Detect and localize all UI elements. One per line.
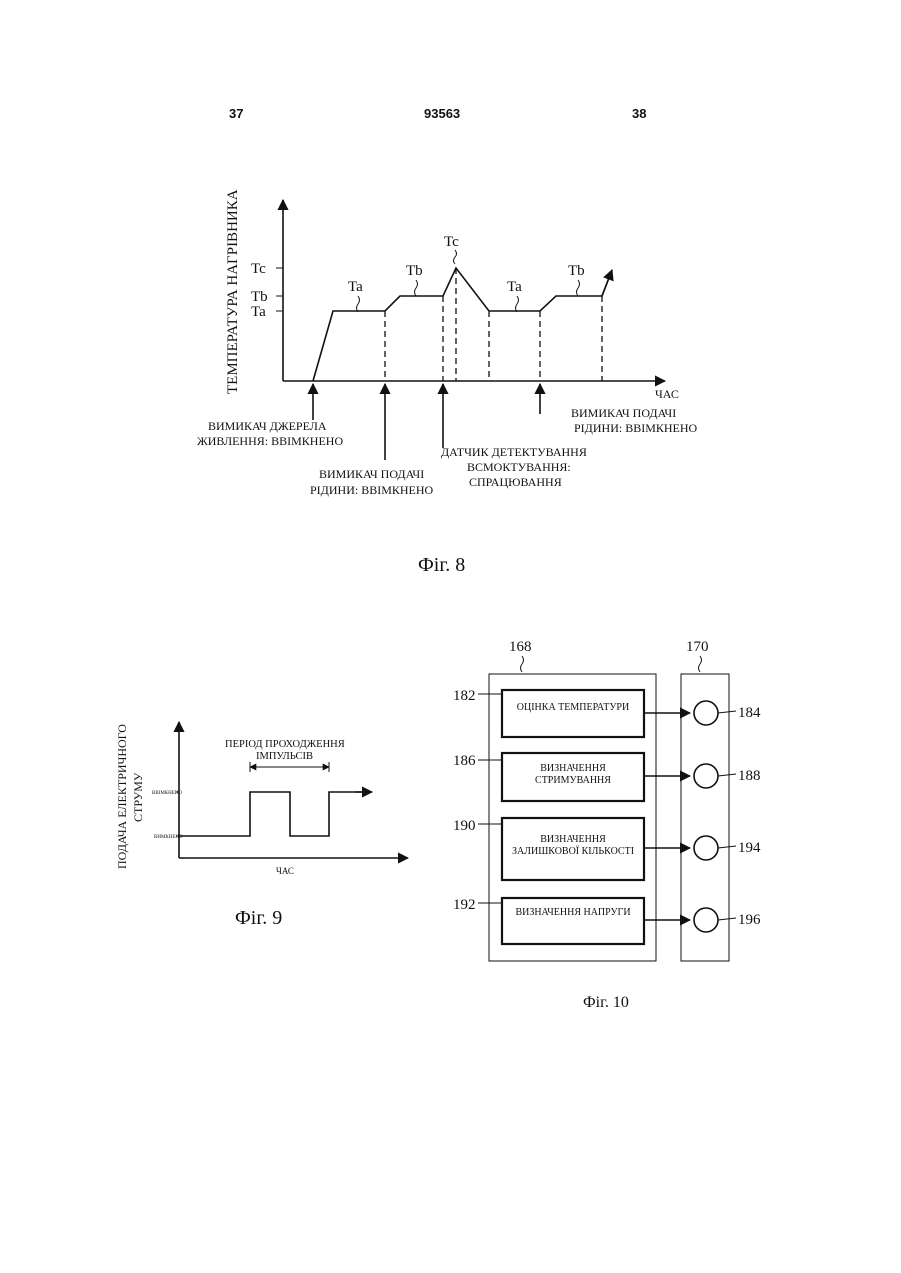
fig9-caption: Фіг. 9 [235, 907, 282, 929]
fig10-output-194-circle [694, 836, 718, 860]
fig10-ref-194: 194 [738, 840, 761, 856]
fig10-group-168-label: 168 [509, 639, 532, 655]
fig9-y-label-line1: ПОДАЧА ЕЛЕКТРИЧНОГО [115, 724, 129, 869]
fig8-ytick-tc: Tc [251, 261, 266, 277]
fig8-event-power-line1: ВИМИКАЧ ДЖЕРЕЛА [208, 419, 327, 433]
fig10-output-188-circle [694, 764, 718, 788]
fig8-event-liquid1-line1: ВИМИКАЧ ПОДАЧІ [319, 467, 424, 481]
fig8-caption: Фіг. 8 [418, 554, 465, 576]
fig10-block-voltage-determination [502, 898, 644, 944]
fig10-block4-label1: ВИЗНАЧЕННЯ НАПРУГИ [515, 907, 630, 918]
fig8-event-sensor-line1: ДАТЧИК ДЕТЕКТУВАННЯ [441, 445, 587, 459]
fig10-diagram: 168 170 ОЦІНКА ТЕМПЕРАТУРИ 182 184 ВИЗНА… [453, 639, 761, 1011]
fig10-block1-label1: ОЦІНКА ТЕМПЕРАТУРИ [517, 702, 629, 713]
fig8-segment-tb-2: Tb [568, 263, 585, 279]
fig9-x-label: ЧАС [276, 866, 294, 876]
fig8-y-label: ТЕМПЕРАТУРА НАГРІВНИКА [225, 189, 241, 394]
fig10-block3-label1: ВИЗНАЧЕННЯ [540, 834, 606, 845]
fig10-ref-190: 190 [453, 818, 476, 834]
fig9-period-line1: ПЕРІОД ПРОХОДЖЕННЯ [225, 739, 345, 750]
fig9-diagram: ЧАС ПОДАЧА ЕЛЕКТРИЧНОГО СТРУМУ ВВІМКНЕНО… [115, 722, 408, 929]
fig10-caption: Фіг. 10 [583, 994, 629, 1011]
fig10-group-170-label: 170 [686, 639, 709, 655]
fig10-ref-182: 182 [453, 688, 476, 704]
fig10-block-temperature-estimation [502, 690, 644, 737]
fig8-event-liquid2-line1: ВИМИКАЧ ПОДАЧІ [571, 406, 676, 420]
fig10-ref-184: 184 [738, 705, 761, 721]
fig10-output-184-circle [694, 701, 718, 725]
fig9-pulse-signal [179, 792, 362, 836]
fig9-period-line2: ІМПУЛЬСІВ [256, 751, 313, 762]
fig9-level-on: ВВІМКНЕНО [152, 791, 182, 796]
fig9-level-off: ВИМКНЕНО [154, 835, 183, 840]
fig10-ref-192: 192 [453, 897, 476, 913]
fig8-segment-tc: Tc [444, 234, 459, 250]
fig8-event-power-line2: ЖИВЛЕННЯ: ВВІМКНЕНО [197, 434, 343, 448]
fig10-block2-label1: ВИЗНАЧЕННЯ [540, 763, 606, 774]
fig8-diagram: ЧАС ТЕМПЕРАТУРА НАГРІВНИКА Tc Tb Ta Ta T… [197, 189, 698, 576]
fig8-segment-ta-1: Ta [348, 279, 363, 295]
fig8-event-liquid1-line2: РІДИНИ: ВВІМКНЕНО [310, 483, 434, 497]
fig8-event-sensor-line3: СПРАЦЮВАННЯ [469, 475, 562, 489]
fig10-output-196-circle [694, 908, 718, 932]
fig8-event-sensor-line2: ВСМОКТУВАННЯ: [467, 460, 571, 474]
fig8-ytick-tb: Tb [251, 289, 268, 305]
fig8-segment-tb-1: Tb [406, 263, 423, 279]
fig10-ref-196: 196 [738, 912, 761, 928]
fig10-ref-186: 186 [453, 753, 476, 769]
fig10-block2-label2: СТРИМУВАННЯ [535, 775, 611, 786]
fig10-block3-label2: ЗАЛИШКОВОЇ КІЛЬКОСТІ [512, 845, 634, 857]
fig9-y-label-line2: СТРУМУ [131, 772, 145, 822]
fig10-group-170 [681, 674, 729, 961]
fig8-event-liquid2-line2: РІДИНИ: ВВІМКНЕНО [574, 421, 698, 435]
fig8-x-label: ЧАС [655, 387, 679, 401]
fig10-ref-188: 188 [738, 768, 761, 784]
fig8-ytick-ta: Ta [251, 304, 266, 320]
fig8-segment-ta-2: Ta [507, 279, 522, 295]
